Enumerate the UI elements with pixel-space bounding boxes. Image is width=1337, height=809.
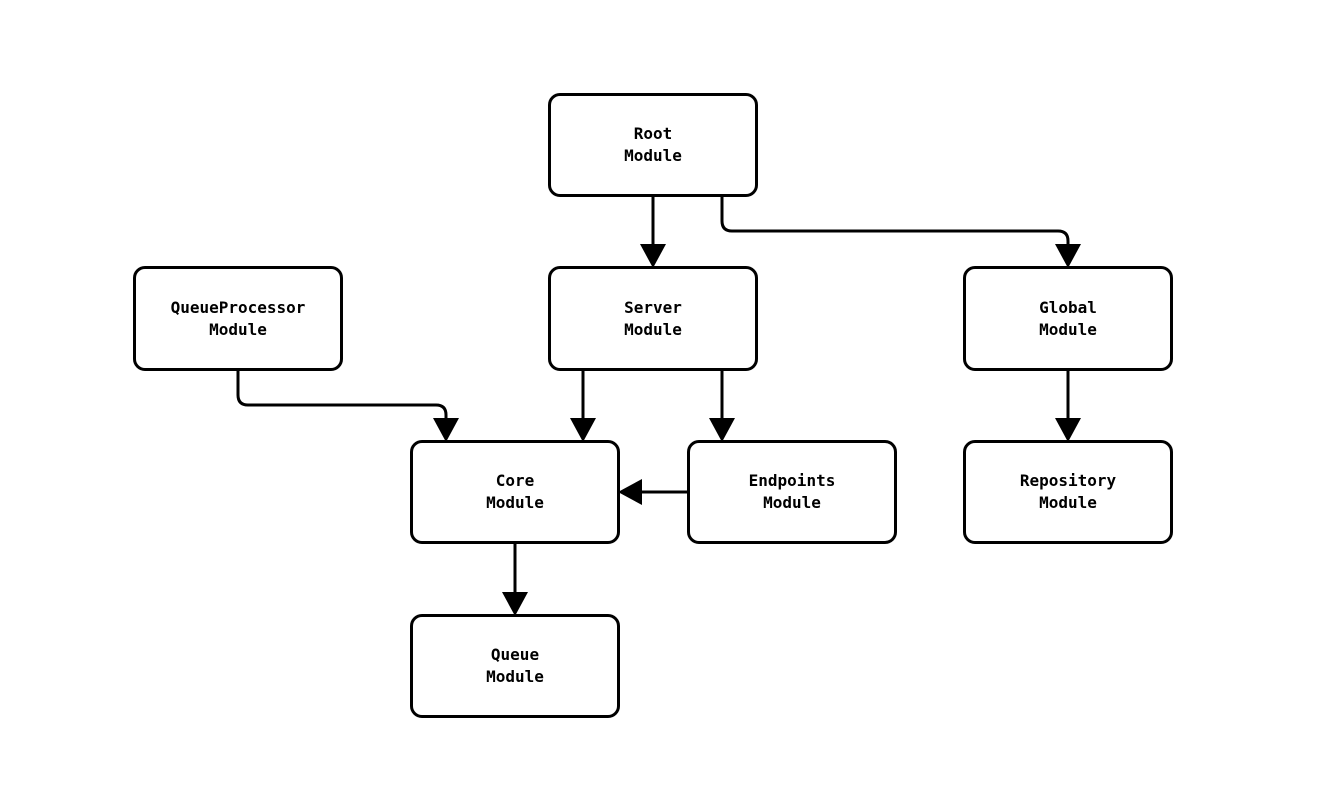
node-queueprocessor-module[interactable]: QueueProcessor Module	[133, 266, 343, 371]
node-global-module-line2: Module	[1039, 319, 1097, 339]
node-endpoints-module-line1: Endpoints	[748, 471, 836, 490]
node-queueprocessor-module-line1: QueueProcessor	[170, 297, 306, 317]
arrowhead-down-icon	[709, 418, 735, 442]
node-queue-module[interactable]: Queue Module	[410, 614, 620, 718]
node-queue-module-line2: Module	[486, 667, 544, 686]
arrowhead-down-icon	[570, 418, 596, 442]
node-repository-module[interactable]: Repository Module	[963, 440, 1173, 544]
edge-server-to-core	[570, 371, 596, 442]
edge-global-to-repository	[1055, 371, 1081, 442]
edge-root-to-server	[640, 197, 666, 268]
node-endpoints-module-line2: Module	[763, 493, 821, 512]
arrowhead-down-icon	[433, 418, 459, 442]
node-repository-module-line1: Repository	[1019, 471, 1117, 490]
node-queueprocessor-module-line2: Module	[209, 319, 267, 339]
node-root-module[interactable]: Root Module	[548, 93, 758, 197]
node-server-module[interactable]: Server Module	[548, 266, 758, 371]
node-root-module-line1: Root	[633, 124, 673, 143]
node-server-module-line2: Module	[624, 319, 682, 339]
node-root-module-line2: Module	[624, 146, 682, 165]
node-endpoints-module[interactable]: Endpoints Module	[687, 440, 897, 544]
arrowhead-down-icon	[502, 592, 528, 616]
edge-queueprocessor-to-core	[236, 371, 459, 442]
node-global-module[interactable]: Global Module	[963, 266, 1173, 371]
edge-server-to-endpoints	[709, 371, 735, 442]
node-core-module[interactable]: Core Module	[410, 440, 620, 544]
node-server-module-line1: Server	[624, 297, 682, 317]
edge-root-to-global	[720, 197, 1081, 268]
arrowhead-down-icon	[1055, 418, 1081, 442]
arrowhead-down-icon	[1055, 244, 1081, 268]
node-core-module-line2: Module	[486, 493, 544, 512]
node-core-module-line1: Core	[495, 471, 535, 490]
edge-endpoints-to-core	[618, 479, 687, 505]
arrowhead-left-icon	[618, 479, 642, 505]
node-global-module-line1: Global	[1039, 297, 1097, 317]
node-repository-module-line2: Module	[1039, 493, 1097, 512]
node-queue-module-line1: Queue	[490, 645, 540, 664]
arrowhead-down-icon	[640, 244, 666, 268]
edge-core-to-queue	[502, 544, 528, 616]
